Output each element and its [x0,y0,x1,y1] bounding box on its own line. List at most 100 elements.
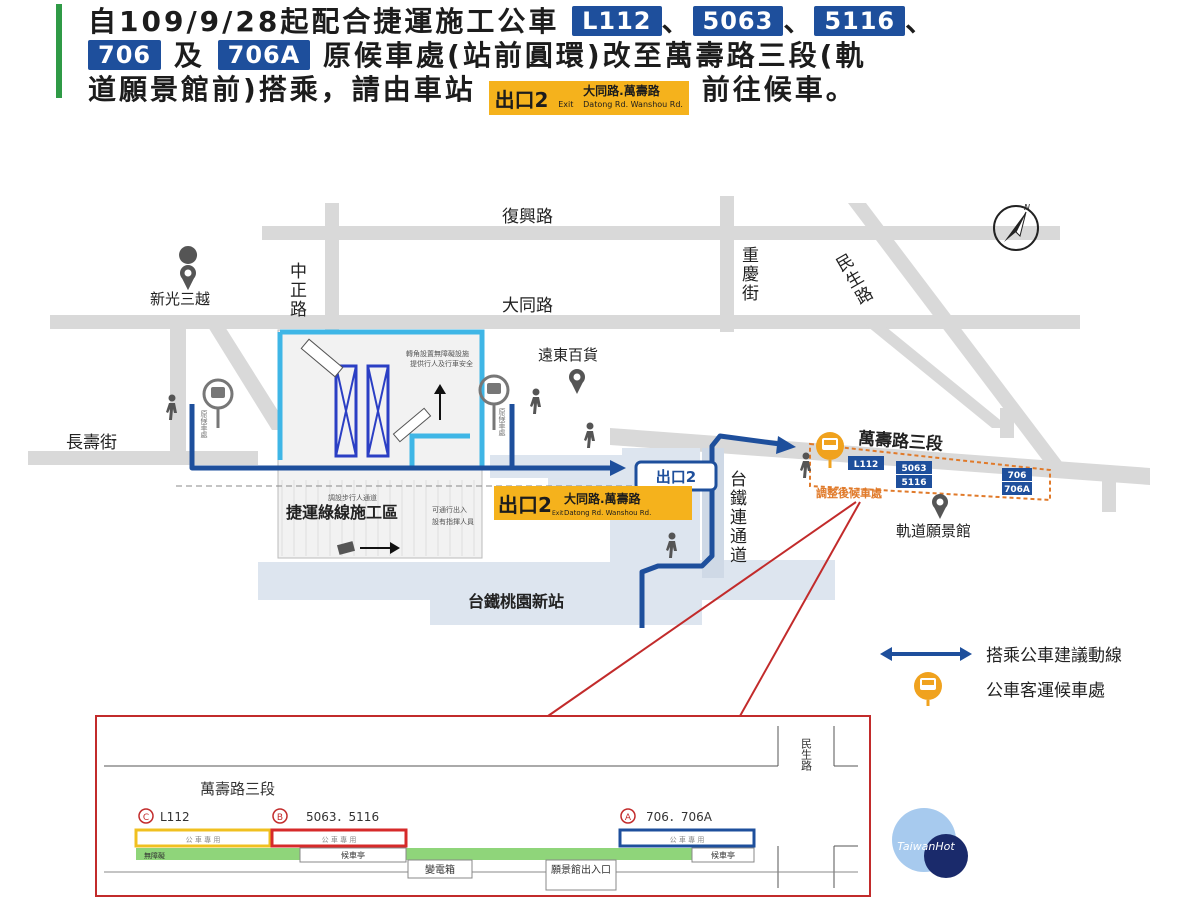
old-stop-left: 原候車處 [200,378,234,439]
label-zhongzheng-rd: 中正路 [286,262,307,319]
transformer-label: 變電箱 [425,863,455,876]
separator: 、 [661,5,693,38]
pedestrian-icon [666,532,677,558]
route-arrowhead-exit [610,460,626,476]
route-arrowhead-stop [776,436,796,454]
location-pins [179,246,948,519]
label-chongqing-st: 重慶街 [738,246,759,303]
transformer-box [407,859,473,879]
route-badge-706a: 706A [217,40,311,70]
stop-route-l112-text: L112 [854,460,879,470]
crane-a [300,338,344,378]
road-connector [170,322,186,458]
route-badge-706: 706 [88,40,162,70]
route-badge-5116: 5116 [814,6,906,36]
construction-hatch [281,480,475,556]
stop-a-letter: A [625,813,632,823]
adjusted-stop-label: 調整後候車處 [816,486,883,500]
stop-route-l112 [848,456,884,470]
stop-a-marker [620,808,636,824]
site-note: 設有指揮人員 [432,517,474,526]
label-vision-hall: 軌道願景館 [896,522,971,540]
old-stop-left-label: 原候車處 [200,410,208,439]
mrt-construction-zone: 轉角設置無障礙設施 提供行人及行車安全 調設步行人通道 可通行出入 設有指揮人員 [176,329,640,559]
separator: 、 [783,5,815,38]
separator: 、 [905,5,937,38]
exit2-badge: 出口2 Exit 大同路.萬壽路 Datong Rd. Wanshou Rd. [488,81,689,115]
road-chongqing [720,196,734,332]
header-text: 及 [173,39,205,72]
road-zhongzheng [325,203,339,339]
shelter-1-label: 候車亭 [341,850,365,860]
site-fence-inner [409,433,470,470]
direction-arrowhead-2 [390,542,400,554]
route-line-west [189,404,612,471]
map-exit2-badge: 出口2 Exit 大同路.萬壽路 Datong Rd. Wanshou Rd. [494,486,692,520]
road-changshou [28,451,258,465]
header-line-1: 自109/9/28起配合捷運施工公車 L112、5063、5116、 [88,2,936,42]
map-labels: 復興路 大同路 中正路 重慶街 民生路 長壽街 萬壽路三段 台鐵連通道 新光三越… [66,207,971,611]
road-stub-2 [1000,408,1014,438]
pedestrian-icon [584,422,595,448]
stop-route-5116-text: 5116 [901,478,926,488]
label-tairail-channel: 台鐵連通道 [726,470,747,565]
header-text: 原候車處(站前圓環)改至萬壽路三段(軌 [323,39,867,72]
route-line-east [639,433,781,628]
logo-text: TaiwanHot [897,840,955,853]
pedestrian-icon [166,394,177,420]
site-structure-a [334,364,358,458]
stop-c-routes: L112 [160,810,190,824]
map-exit-road-en: Datong Rd. Wanshou Rd. [564,509,651,517]
stop-route-706a-text: 706A [1004,485,1030,495]
label-minsheng-rd: 民生路 [830,251,876,311]
map-exit-label: Exit [552,510,564,517]
stop-route-706-text: 706 [1008,471,1027,481]
adjusted-stop-outline [809,442,1051,502]
shelter-2-label: 候車亭 [711,850,735,860]
exit-road-names: 大同路.萬壽路 Datong Rd. Wanshou Rd. [583,84,683,112]
map-exit2-badge-bg [494,486,692,520]
vehicle-icon [336,541,356,555]
route-badge-l112: L112 [572,6,662,36]
detail-side-road: 民生路 [800,738,813,772]
exit-label: Exit [558,100,574,109]
label-changshou-st: 長壽街 [66,433,117,453]
map-exit-number: 出口2 [498,493,552,517]
exit2-label: 出口2 [656,468,696,486]
label-datong-rd: 大同路 [502,296,553,316]
shelter-1 [299,847,407,863]
detail-panel [95,715,871,897]
stop-route-5063-text: 5063 [901,464,926,474]
construction-fill [277,329,483,559]
site-structure-b [366,364,390,458]
bus-bay-a-text: 公 車 專 用 [670,835,705,844]
label-fuxing-rd: 復興路 [502,207,553,227]
road-stub [1102,470,1116,512]
map-exit-road-zh: 大同路.萬壽路 [564,491,642,506]
legend-route-line-label: 搭乘公車建議動線 [986,646,1122,666]
bus-bay-b-text: 公 車 專 用 [322,835,357,844]
site-note: 轉角設置無障礙設施 [406,349,469,358]
stop-c-letter: C [143,813,149,823]
label-station: 台鐵桃園新站 [468,592,564,611]
header-text: 道願景館前)搭乘，請由車站 [88,73,476,106]
stop-a-routes: 706．706A [646,810,713,824]
vision-hall-entrance [545,859,617,891]
pedestrian-icon [530,388,541,414]
vision-hall-entrance-text: 願景館出入口 [551,863,611,876]
bus-bay-c-text: 公 車 專 用 [186,835,221,844]
stop-route-5116 [896,475,932,488]
road-datong [50,315,1080,329]
bus-bay-c [134,828,272,848]
detail-content: 民生路 萬壽路三段 C L112 B 5063．5116 A 706．706A … [104,726,858,891]
header-line-2: 706 及 706A 原候車處(站前圓環)改至萬壽路三段(軌 [88,36,866,76]
legend: 搭乘公車建議動線 公車客運候車處 [880,646,1122,706]
exit-number: 出口2 [494,88,549,112]
sidewalk-green [136,848,692,860]
route-badge-5063: 5063 [692,6,784,36]
label-shinkong: 新光三越 [150,290,210,308]
exit-road-zh: 大同路.萬壽路 [583,84,660,98]
ramp-label: 無障礙 [144,851,165,860]
pedestrian-icon [800,452,811,478]
